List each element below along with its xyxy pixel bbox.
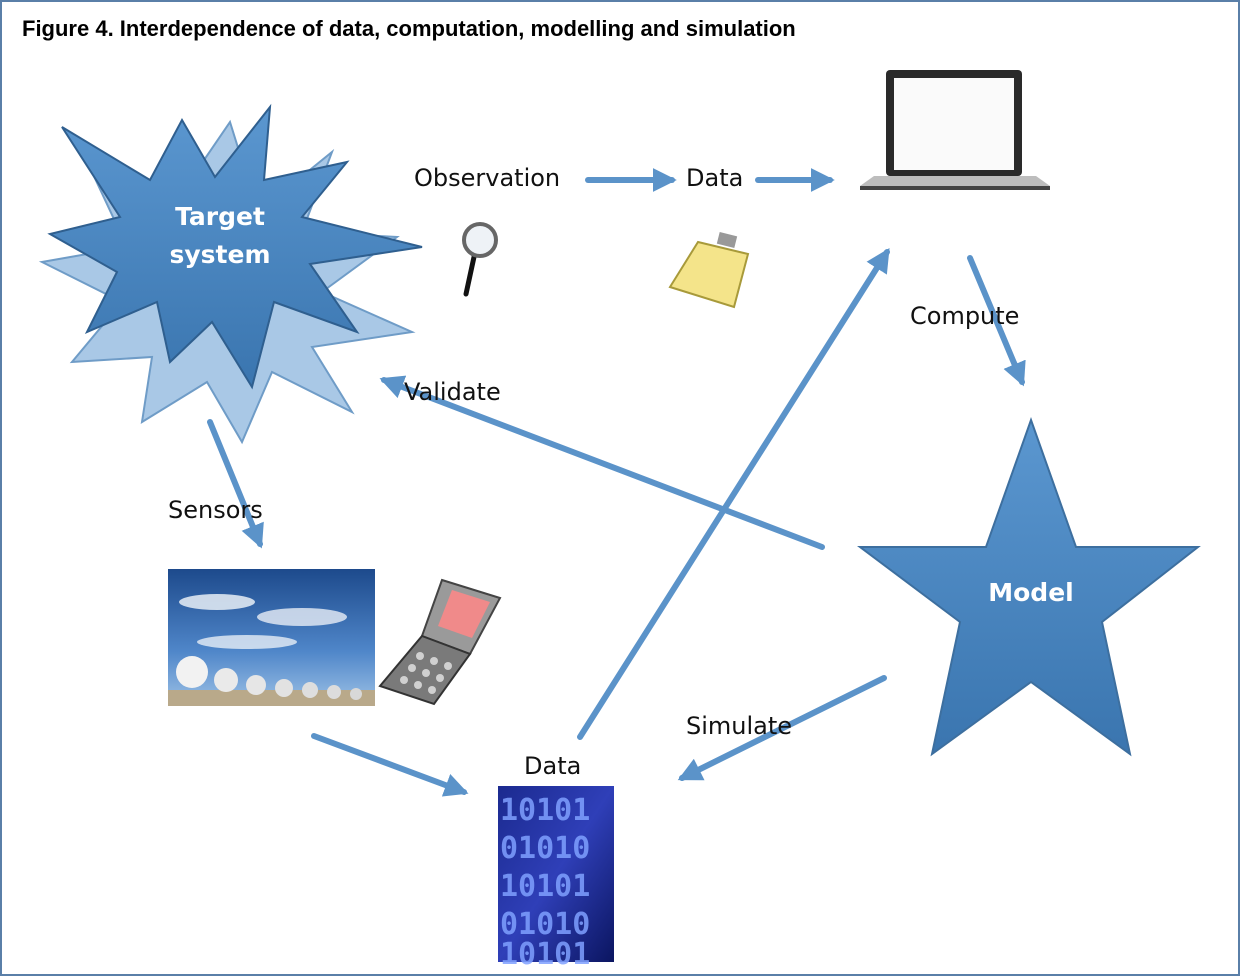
- arrow-simulate: [677, 675, 887, 781]
- arrows: [207, 168, 1026, 797]
- figure-title: Figure 4. Interdependence of data, compu…: [22, 16, 796, 41]
- arrow-sensors: [207, 419, 264, 549]
- compute-label: Compute: [910, 302, 1020, 330]
- sensors-label: Sensors: [168, 496, 263, 524]
- binary-data-image: 10101 01010 10101 01010 10101: [498, 786, 614, 972]
- svg-text:01010: 01010: [500, 831, 590, 866]
- data-top-label: Data: [686, 164, 744, 192]
- mobile-phone-icon: [378, 578, 502, 706]
- model-star-shape: [857, 417, 1201, 757]
- arrow-validate: [379, 375, 825, 550]
- arrow-data-to-computer-diagonal: [577, 247, 890, 740]
- svg-text:10101: 10101: [500, 793, 590, 828]
- target-system-shape: [38, 103, 423, 445]
- target-system-label: Target system: [169, 202, 271, 269]
- observation-label: Observation: [414, 164, 561, 192]
- model-label: Model: [988, 578, 1074, 607]
- validate-label: Validate: [404, 378, 501, 406]
- target-system-front-burst: [47, 103, 423, 390]
- clipboard-icon: [668, 232, 750, 309]
- laptop-icon: [860, 70, 1050, 190]
- svg-text:10101: 10101: [500, 937, 590, 972]
- svg-text:01010: 01010: [500, 907, 590, 942]
- data-bottom-label: Data: [524, 752, 582, 780]
- radio-telescope-image: [168, 569, 375, 706]
- svg-text:10101: 10101: [500, 869, 590, 904]
- magnifier-icon: [462, 222, 498, 297]
- arrow-compute: [967, 255, 1026, 387]
- simulate-label: Simulate: [686, 712, 793, 740]
- arrow-sensors-to-data: [311, 733, 469, 797]
